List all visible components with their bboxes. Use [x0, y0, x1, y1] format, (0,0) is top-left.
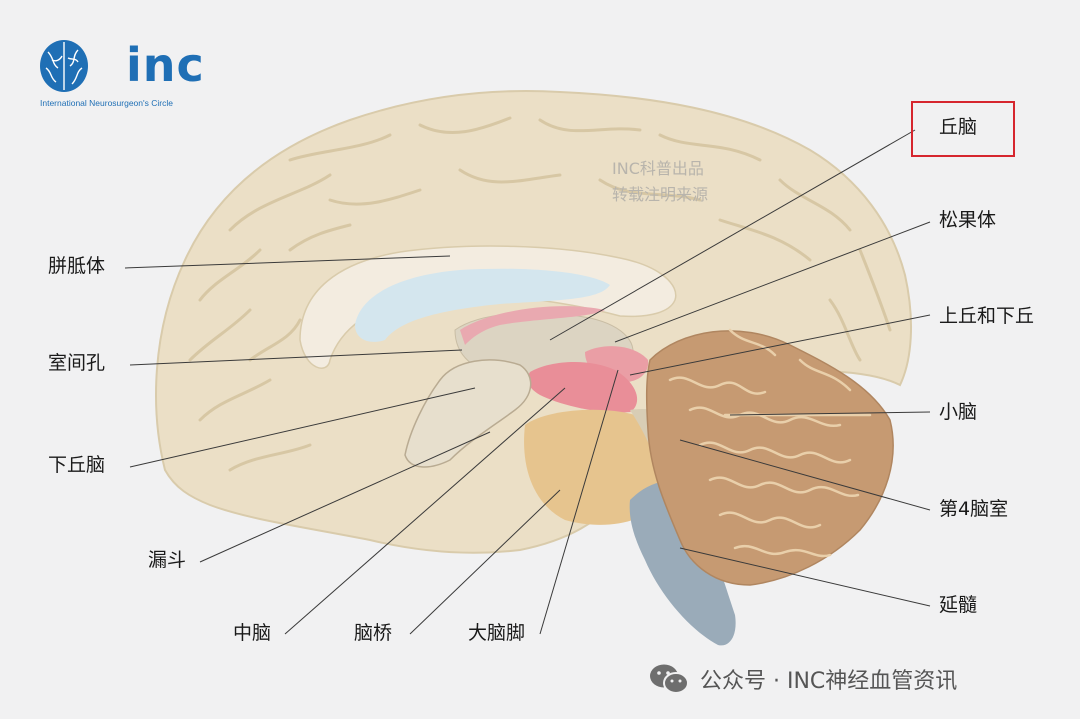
brain-logo-icon [40, 40, 88, 92]
cerebellum-shape [645, 330, 894, 586]
wechat-icon [650, 664, 689, 694]
fornix-pink [460, 306, 605, 345]
footer-text: 公众号 · INC神经血管资讯 [700, 669, 958, 694]
label-pineal: 松果体 [939, 209, 997, 231]
label-hypothalamus: 下丘脑 [48, 454, 106, 476]
thalamus-highlight-box [911, 101, 1015, 157]
label-midbrain: 中脑 [233, 622, 272, 644]
medulla-shape [629, 481, 736, 646]
logo-subtitle: International Neurosurgeon's Circle [40, 98, 173, 108]
label-colliculi: 上丘和下丘 [939, 305, 1035, 327]
midbrain-shape [527, 361, 638, 413]
gyri-lines [188, 116, 892, 472]
watermark-line-1: INC科普出品 [612, 159, 704, 178]
pons-shape [524, 409, 665, 525]
label-corpus-callosum: 胼胝体 [48, 255, 106, 277]
hypothalamus-shape [404, 359, 532, 468]
label-fourth-ventricle: 第4脑室 [939, 498, 1009, 520]
logo-wordmark: inc [126, 38, 205, 92]
watermark: INC科普出品 转载注明来源 [612, 156, 708, 208]
leader-lines [124, 129, 931, 635]
label-medulla: 延髓 [939, 594, 978, 616]
label-foramen: 室间孔 [48, 352, 106, 374]
label-pons: 脑桥 [354, 622, 393, 644]
watermark-line-2: 转载注明来源 [612, 185, 709, 204]
inc-logo: inc International Neurosurgeon's Circle [36, 36, 211, 110]
label-cerebellum: 小脑 [939, 401, 978, 423]
footer-account: 公众号 · INC神经血管资讯 [648, 662, 957, 696]
label-peduncle: 大脑脚 [468, 622, 526, 644]
label-infundibulum: 漏斗 [148, 549, 187, 571]
label-thalamus: 丘脑 [939, 116, 978, 138]
lateral-ventricle [355, 268, 610, 342]
